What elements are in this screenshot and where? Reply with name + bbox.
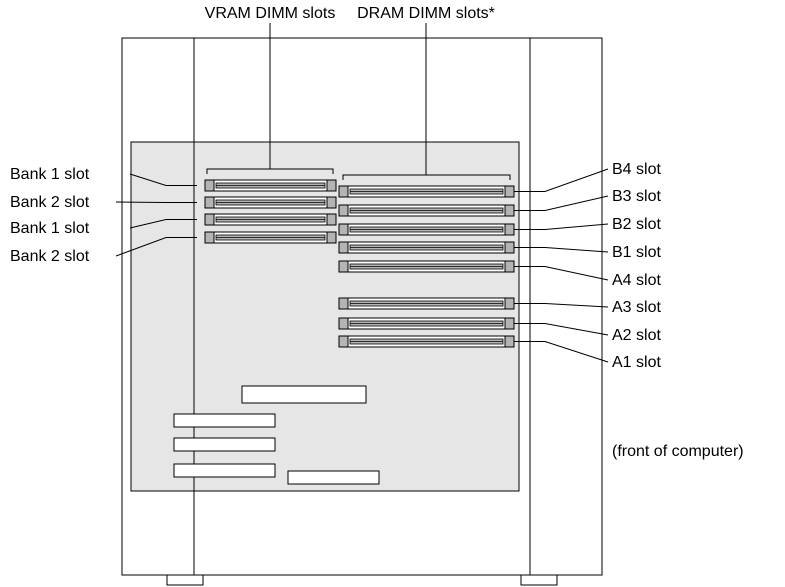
right-leader-b4 bbox=[514, 168, 609, 192]
slot-right-latch bbox=[504, 317, 515, 330]
slot-left-latch bbox=[338, 317, 349, 330]
dram-dimm-slot-b2 bbox=[338, 223, 515, 236]
left-label-bank-2-lower: Bank 2 slot bbox=[10, 248, 90, 265]
slot-right-latch bbox=[504, 335, 515, 348]
left-leader-2 bbox=[115, 201, 197, 203]
slot-right-latch bbox=[326, 231, 337, 244]
slots-layer bbox=[204, 179, 515, 348]
dram-dimm-slot-b4 bbox=[338, 185, 515, 198]
slot-right-latch bbox=[504, 185, 515, 198]
left-leader-1 bbox=[129, 173, 197, 186]
slot-left-latch bbox=[338, 185, 349, 198]
vram-dimm-slot-2 bbox=[204, 196, 337, 209]
right-leader-b1 bbox=[514, 247, 609, 253]
dram-dimm-slot-b1 bbox=[338, 241, 515, 254]
right-label-b3: B3 slot bbox=[612, 188, 661, 205]
left-leader-4 bbox=[115, 237, 197, 257]
slot-left-latch bbox=[338, 297, 349, 310]
right-label-a4: A4 slot bbox=[612, 272, 661, 289]
right-leader-a2 bbox=[514, 323, 609, 336]
right-leader-a3 bbox=[514, 303, 609, 308]
slot-left-latch bbox=[338, 335, 349, 348]
right-label-a2: A2 slot bbox=[612, 327, 661, 344]
left-label-bank-1-upper: Bank 1 slot bbox=[10, 166, 90, 183]
slot-right-latch bbox=[504, 260, 515, 273]
dram-dimm-slot-b3 bbox=[338, 204, 515, 217]
right-label-b2: B2 slot bbox=[612, 216, 661, 233]
board-component bbox=[173, 463, 276, 478]
slot-left-latch bbox=[338, 260, 349, 273]
slot-left-latch bbox=[204, 213, 215, 226]
slot-right-latch bbox=[504, 241, 515, 254]
right-leader-b3 bbox=[514, 195, 609, 211]
left-label-bank-2-upper: Bank 2 slot bbox=[10, 194, 90, 211]
right-leader-a1 bbox=[514, 341, 609, 363]
leaders-layer bbox=[115, 168, 609, 363]
front-of-computer-label: (front of computer) bbox=[612, 443, 744, 460]
board-component bbox=[173, 413, 276, 428]
vram-dimm-slot-1 bbox=[204, 179, 337, 192]
vram-header-label: VRAM DIMM slots bbox=[205, 5, 336, 22]
dram-dimm-slot-a3 bbox=[338, 297, 515, 310]
board-component bbox=[173, 437, 276, 452]
right-label-b4: B4 slot bbox=[612, 161, 661, 178]
right-foot bbox=[520, 574, 558, 586]
slot-right-latch bbox=[504, 297, 515, 310]
left-label-bank-1-lower: Bank 1 slot bbox=[10, 220, 90, 237]
dram-header-label: DRAM DIMM slots* bbox=[357, 5, 495, 22]
board-component bbox=[287, 470, 380, 485]
left-foot bbox=[166, 574, 204, 586]
dram-dimm-slot-a1 bbox=[338, 335, 515, 348]
board-component bbox=[241, 385, 367, 404]
vram-dimm-slot-3 bbox=[204, 213, 337, 226]
right-label-b1: B1 slot bbox=[612, 244, 661, 261]
right-label-a1: A1 slot bbox=[612, 354, 661, 371]
slot-right-latch bbox=[326, 179, 337, 192]
right-leader-a4 bbox=[514, 266, 609, 281]
right-label-a3: A3 slot bbox=[612, 299, 661, 316]
slot-left-latch bbox=[338, 204, 349, 217]
slot-left-latch bbox=[338, 241, 349, 254]
slot-left-latch bbox=[204, 231, 215, 244]
dram-dimm-slot-a4 bbox=[338, 260, 515, 273]
slot-left-latch bbox=[338, 223, 349, 236]
left-leader-3 bbox=[129, 219, 197, 229]
slot-left-latch bbox=[204, 179, 215, 192]
slot-right-latch bbox=[504, 204, 515, 217]
right-leader-b2 bbox=[514, 223, 609, 230]
slot-right-latch bbox=[326, 196, 337, 209]
vram-dimm-slot-4 bbox=[204, 231, 337, 244]
slot-right-latch bbox=[504, 223, 515, 236]
slot-left-latch bbox=[204, 196, 215, 209]
dram-dimm-slot-a2 bbox=[338, 317, 515, 330]
slot-right-latch bbox=[326, 213, 337, 226]
